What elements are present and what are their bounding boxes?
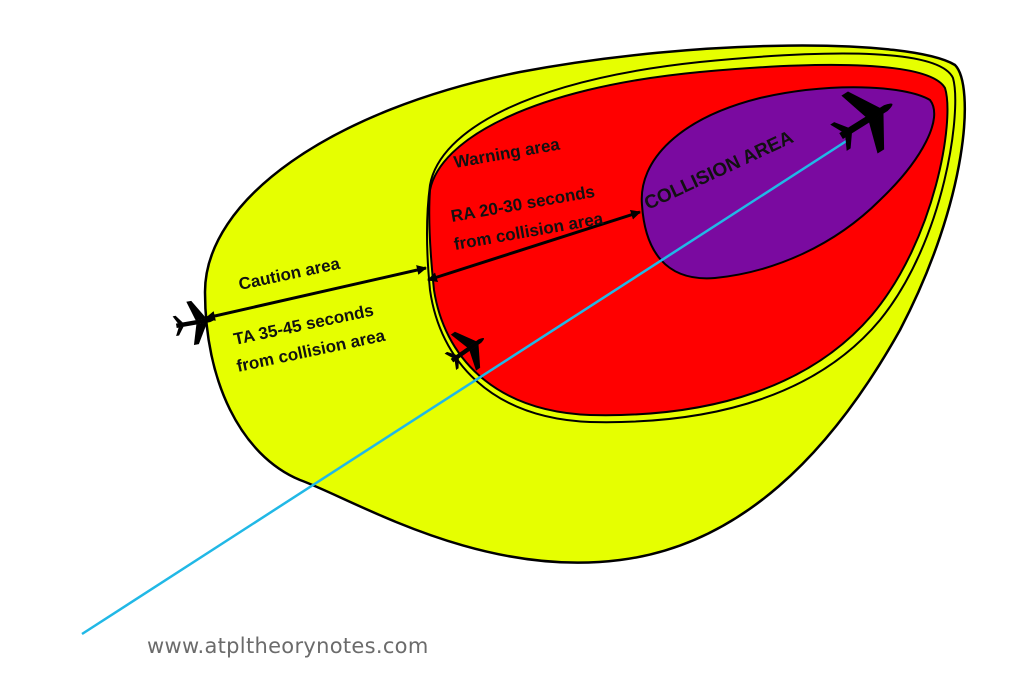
collision-zone: [640, 86, 936, 280]
ra-range-arrow: [427, 209, 641, 283]
website-footer: www.atpltheorynotes.com: [147, 634, 429, 658]
warning-zone-outer-outline: [426, 52, 957, 424]
flight-path-line: [81, 138, 849, 636]
ta-range-arrow: [205, 265, 427, 321]
